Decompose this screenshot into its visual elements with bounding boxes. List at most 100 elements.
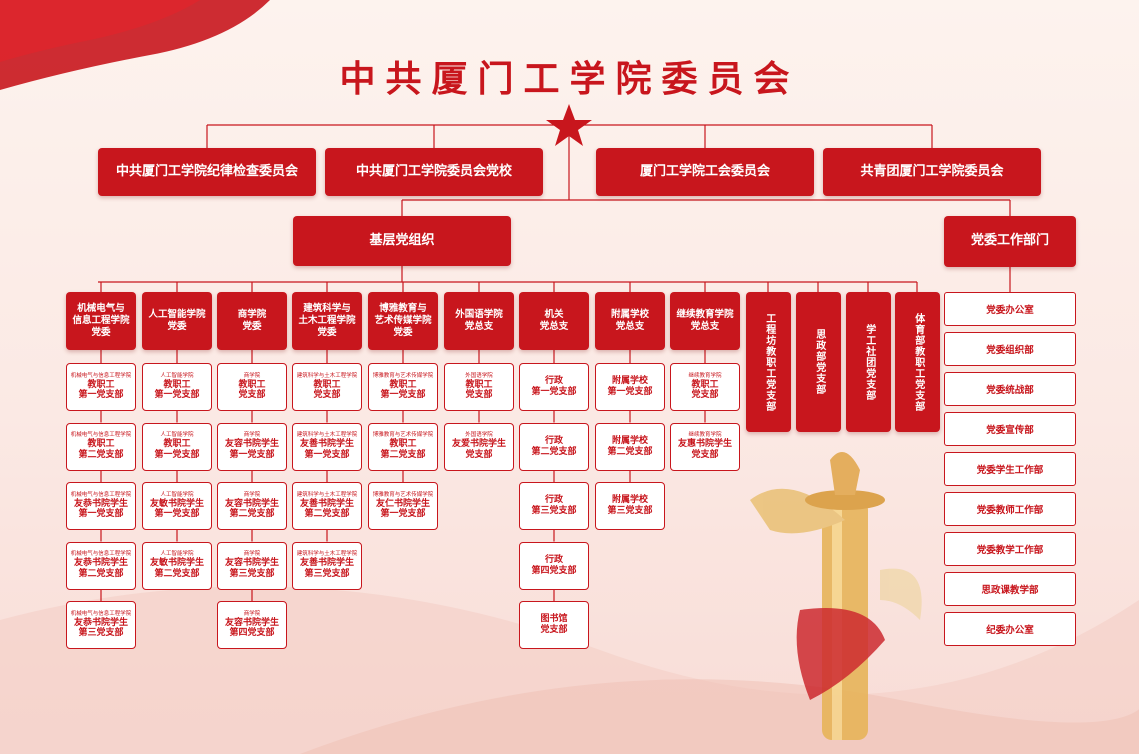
- sub-branch-name: 友善书院学生 第一党支部: [299, 439, 354, 460]
- page-title: 中共厦门工学院委员会: [339, 59, 800, 100]
- sub-branch-name: 教职工 党支部: [238, 379, 266, 401]
- sub-branch-box: 博雅教育与艺术传媒学院教职工 第一党支部: [368, 363, 438, 411]
- sub-branch-name: 友敏书院学生 第二党支部: [149, 558, 204, 579]
- sub-branch-box: 机械电气与信息工程学院教职工 第一党支部: [66, 363, 136, 411]
- sub-branch-box: 商学院友容书院学生 第四党支部: [217, 601, 287, 649]
- sub-branch-college: 机械电气与信息工程学院: [70, 491, 132, 498]
- vertical-branch-box: 思政部党支部: [796, 292, 841, 432]
- sub-branch-college: 人工智能学院: [160, 551, 194, 558]
- sub-branch-college: 建筑科学与土木工程学院: [296, 432, 358, 439]
- sub-branch-name: 附属学校 第二党支部: [607, 435, 653, 457]
- branch-head: 外国语学院 党总支: [444, 292, 514, 350]
- sub-branch-college: 博雅教育与艺术传媒学院: [372, 432, 434, 439]
- sub-branch-name: 附属学校 第一党支部: [607, 376, 653, 397]
- sub-branch-name: 友敏书院学生 第一党支部: [149, 498, 204, 520]
- sub-branch-box: 行政 第四党支部: [519, 541, 589, 590]
- sub-branch-college: 机械电气与信息工程学院: [70, 551, 132, 558]
- sub-branch-box: 博雅教育与艺术传媒学院友仁书院学生 第一党支部: [368, 482, 438, 530]
- sub-branch-college: 人工智能学院: [160, 491, 194, 498]
- sub-branch-box: 建筑科学与土木工程学院友善书院学生 第二党支部: [292, 482, 362, 530]
- sub-branch-box: 外国语学院友爱书院学生 党支部: [444, 422, 514, 471]
- sub-branch-college: 外国语学院: [465, 432, 493, 439]
- dept-box: 党委组织部: [944, 332, 1076, 366]
- branch-head: 继续教育学院 党总支: [670, 292, 740, 350]
- sub-branch-college: 建筑科学与土木工程学院: [296, 551, 358, 558]
- sub-branch-name: 教职工 第一党支部: [380, 379, 426, 401]
- branch-head: 建筑科学与 土木工程学院 党委: [292, 292, 362, 350]
- sub-branch-box: 人工智能学院友敏书院学生 第一党支部: [142, 482, 212, 530]
- sub-branch-college: 博雅教育与艺术传媒学院: [372, 491, 434, 498]
- sub-branch-box: 建筑科学与土木工程学院友善书院学生 第三党支部: [292, 541, 362, 590]
- sub-branch-box: 行政 第二党支部: [519, 422, 589, 471]
- vertical-branch-box: 体育部教职工党支部: [895, 292, 940, 432]
- sub-branch-box: 机械电气与信息工程学院教职工 第二党支部: [66, 422, 136, 471]
- sub-branch-box: 商学院友容书院学生 第三党支部: [217, 541, 287, 590]
- sub-branch-box: 附属学校 第一党支部: [595, 363, 665, 411]
- sub-branch-name: 教职工 党支部: [313, 379, 341, 401]
- sub-branch-college: 商学院: [243, 551, 261, 558]
- sub-branch-box: 商学院友容书院学生 第二党支部: [217, 482, 287, 530]
- sub-branch-college: 继续教育学院: [688, 432, 722, 439]
- branch-head: 博雅教育与 艺术传媒学院 党委: [368, 292, 438, 350]
- sub-branch-name: 教职工 第一党支部: [154, 379, 200, 401]
- sub-branch-college: 建筑科学与土木工程学院: [296, 372, 358, 379]
- sub-branch-box: 人工智能学院教职工 第一党支部: [142, 422, 212, 471]
- sub-branch-box: 建筑科学与土木工程学院教职工 党支部: [292, 363, 362, 411]
- sub-branch-college: 建筑科学与土木工程学院: [296, 491, 358, 498]
- sub-branch-name: 友恭书院学生 第一党支部: [73, 498, 128, 520]
- sub-branch-box: 图书馆 党支部: [519, 601, 589, 649]
- union-committee-box: 厦门工学院工会委员会: [596, 148, 814, 196]
- sub-branch-name: 友容书院学生 第三党支部: [224, 558, 279, 579]
- sub-branch-name: 友容书院学生 第四党支部: [224, 617, 279, 639]
- sub-branch-name: 友容书院学生 第二党支部: [224, 498, 279, 520]
- sub-branch-name: 附属学校 第三党支部: [607, 495, 653, 516]
- sub-branch-name: 教职工 党支部: [465, 379, 493, 401]
- sub-branch-box: 附属学校 第三党支部: [595, 482, 665, 530]
- sub-branch-name: 友容书院学生 第一党支部: [224, 439, 279, 460]
- sub-branch-college: 机械电气与信息工程学院: [70, 610, 132, 617]
- sub-branch-box: 行政 第一党支部: [519, 363, 589, 411]
- huabiao-pillar-decor: [750, 452, 922, 740]
- sub-branch-name: 友善书院学生 第二党支部: [299, 498, 354, 520]
- work-dept-box: 党委工作部门: [944, 216, 1076, 267]
- dept-box: 党委宣传部: [944, 412, 1076, 446]
- sub-branch-college: 商学院: [243, 610, 261, 617]
- sub-branch-college: 商学院: [243, 372, 261, 379]
- branch-head: 商学院 党委: [217, 292, 287, 350]
- sub-branch-name: 教职工 党支部: [691, 379, 719, 401]
- party-school-box: 中共厦门工学院委员会党校: [325, 148, 543, 196]
- sub-branch-college: 人工智能学院: [160, 432, 194, 439]
- branch-head: 机械电气与 信息工程学院 党委: [66, 292, 136, 350]
- branch-head: 机关 党总支: [519, 292, 589, 350]
- sub-branch-name: 友恭书院学生 第二党支部: [73, 558, 128, 579]
- sub-branch-name: 友惠书院学生 党支部: [677, 439, 732, 460]
- vertical-branch-box: 工程坊教职工党支部: [746, 292, 791, 432]
- sub-branch-name: 行政 第三党支部: [531, 495, 577, 516]
- branch-head: 附属学校 党总支: [595, 292, 665, 350]
- sub-branch-box: 附属学校 第二党支部: [595, 422, 665, 471]
- sub-branch-name: 教职工 第一党支部: [154, 439, 200, 460]
- branch-head: 人工智能学院 党委: [142, 292, 212, 350]
- sub-branch-name: 行政 第一党支部: [531, 376, 577, 397]
- sub-branch-college: 机械电气与信息工程学院: [70, 432, 132, 439]
- sub-branch-name: 友爱书院学生 党支部: [451, 439, 506, 460]
- dept-box: 党委教学工作部: [944, 532, 1076, 566]
- sub-branch-college: 商学院: [243, 432, 261, 439]
- sub-branch-box: 人工智能学院友敏书院学生 第二党支部: [142, 541, 212, 590]
- sub-branch-box: 人工智能学院教职工 第一党支部: [142, 363, 212, 411]
- dept-box: 党委办公室: [944, 292, 1076, 326]
- youth-league-box: 共青团厦门工学院委员会: [823, 148, 1041, 196]
- sub-branch-box: 商学院教职工 党支部: [217, 363, 287, 411]
- sub-branch-box: 商学院友容书院学生 第一党支部: [217, 422, 287, 471]
- sub-branch-box: 博雅教育与艺术传媒学院教职工 第二党支部: [368, 422, 438, 471]
- base-org-box: 基层党组织: [293, 216, 511, 266]
- sub-branch-name: 教职工 第一党支部: [78, 379, 124, 401]
- sub-branch-box: 行政 第三党支部: [519, 482, 589, 530]
- sub-branch-college: 人工智能学院: [160, 372, 194, 379]
- sub-branch-box: 机械电气与信息工程学院友恭书院学生 第二党支部: [66, 541, 136, 590]
- sub-branch-box: 建筑科学与土木工程学院友善书院学生 第一党支部: [292, 422, 362, 471]
- sub-branch-name: 教职工 第二党支部: [78, 439, 124, 460]
- sub-branch-name: 图书馆 党支部: [540, 614, 568, 635]
